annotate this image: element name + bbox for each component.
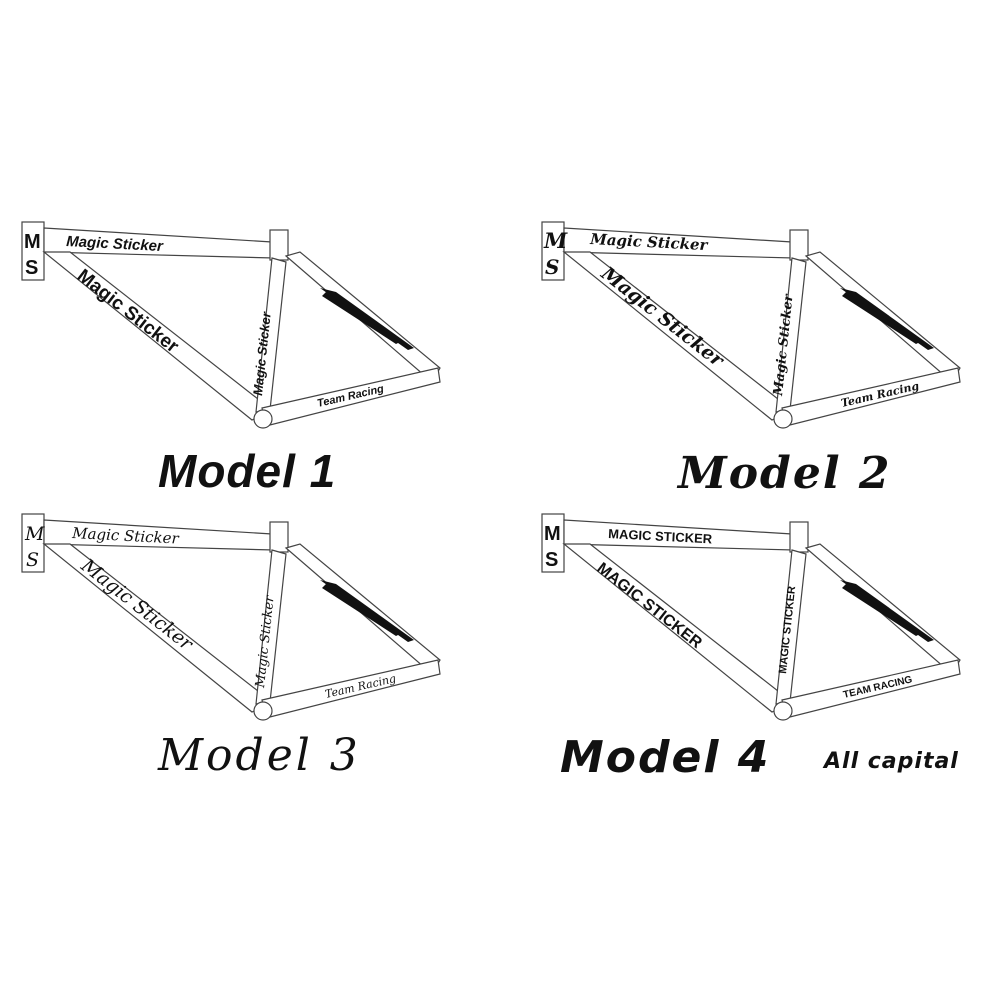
ms-letter-m: M [544,523,561,545]
model-caption: Model 2 [678,448,892,499]
model-3: M S Magic Sticker Magic Sticker Magic St… [0,492,480,792]
seat-tube-text: Magic Sticker [771,293,797,398]
model-1: M S Magic Sticker Magic Sticker Magic St… [0,200,480,520]
model-caption: Model 3 [158,730,361,781]
frame-text-layer: M S MAGIC STICKER MAGIC STICKER MAGIC ST… [544,523,914,701]
ms-letter-s: S [25,257,38,279]
chain-stay-text: Team Racing [840,379,921,410]
down-tube-text: Magic Sticker [73,265,183,357]
ms-letter-m: M [24,231,41,253]
down-tube-text: Magic Sticker [76,554,198,656]
ms-letter-s: S [545,549,558,571]
model-4: M S MAGIC STICKER MAGIC STICKER MAGIC ST… [520,492,1000,792]
model-caption: Model 1 [158,445,337,497]
ms-letter-s: S [545,255,559,279]
bike-frame-outline [21,221,441,429]
bike-frame-outline [541,513,961,721]
bike-frame-outline [21,513,441,721]
down-tube-text: Magic Sticker [596,262,729,373]
model-caption: Model 4 [560,732,771,783]
bike-frame-outline [541,221,961,429]
frame-text-layer: M S Magic Sticker Magic Sticker Magic St… [24,231,385,410]
seat-tube-text: Magic Sticker [253,594,278,689]
ms-letter-m: M [24,523,45,545]
chain-stay-text: Team Racing [316,383,385,410]
frame-text-layer: M S Magic Sticker Magic Sticker Magic St… [543,228,921,410]
top-tube-text: Magic Sticker [589,230,709,254]
down-tube-text: MAGIC STICKER [594,560,706,652]
seat-tube-text: MAGIC STICKER [777,585,798,674]
top-tube-text: Magic Sticker [66,233,165,255]
frame-text-layer: M S Magic Sticker Magic Sticker Magic St… [24,523,397,701]
chain-stay-text: Team Racing [324,672,397,701]
ms-letter-m: M [543,228,568,253]
ms-letter-s: S [26,549,39,571]
chain-stay-text: TEAM RACING [842,674,913,701]
seat-tube-text: Magic Sticker [250,310,274,396]
top-tube-text: Magic Sticker [71,524,180,548]
model-caption-note: All capital [824,749,959,774]
model-2: M S Magic Sticker Magic Sticker Magic St… [520,200,1000,520]
top-tube-text: MAGIC STICKER [608,526,713,546]
